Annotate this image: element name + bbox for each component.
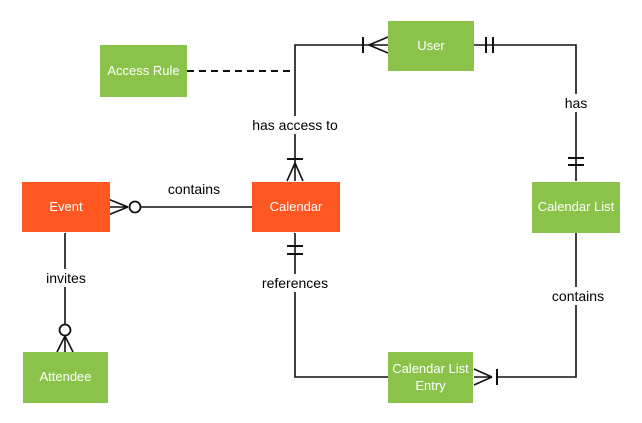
entity-attendee: Attendee (23, 352, 108, 403)
entity-access-rule: Access Rule (100, 45, 187, 97)
entity-label: Attendee (39, 369, 92, 385)
connector-event-invites-attendee (56, 233, 74, 353)
crows-foot-icon (107, 198, 129, 216)
crows-foot-icon (286, 162, 304, 182)
entity-user: User (388, 21, 474, 71)
entity-event: Event (22, 182, 110, 232)
connector-line (498, 233, 577, 378)
entity-label: Calendar List (537, 199, 615, 215)
connector-line (294, 233, 389, 378)
relationship-label-contains-entry: contains (548, 287, 608, 305)
zero-circle-icon (128, 200, 142, 214)
entity-calendar-list-entry: Calendar List Entry (388, 352, 473, 403)
zero-circle-icon (58, 323, 72, 337)
relationship-label-has: has (561, 94, 591, 112)
connector-user-has-access-to-calendar (286, 36, 389, 182)
entity-label: Access Rule (107, 62, 180, 78)
entity-label: Calendar (269, 198, 323, 214)
entity-label: User (417, 37, 445, 53)
relationship-label-invites: invites (43, 269, 89, 287)
relationship-label-references: references (258, 274, 332, 292)
relationship-label-contains-event: contains (164, 180, 224, 198)
connector-line (474, 44, 577, 181)
crows-foot-icon (473, 368, 493, 386)
entity-label: Calendar List Entry (392, 361, 469, 393)
connector-calendar-list-contains-entry (473, 233, 577, 386)
entity-calendar: Calendar (252, 182, 340, 232)
connector-line (294, 44, 370, 163)
entity-calendar-list: Calendar List (532, 182, 620, 233)
crows-foot-icon (368, 36, 389, 54)
relationship-label-has-access-to: has access to (249, 116, 341, 134)
connector-entry-references-calendar (287, 233, 389, 378)
crows-foot-icon (56, 335, 74, 353)
connector-user-has-calendar-list (474, 37, 584, 181)
connector-calendar-contains-event (107, 198, 252, 216)
entity-label: Event (49, 198, 83, 214)
